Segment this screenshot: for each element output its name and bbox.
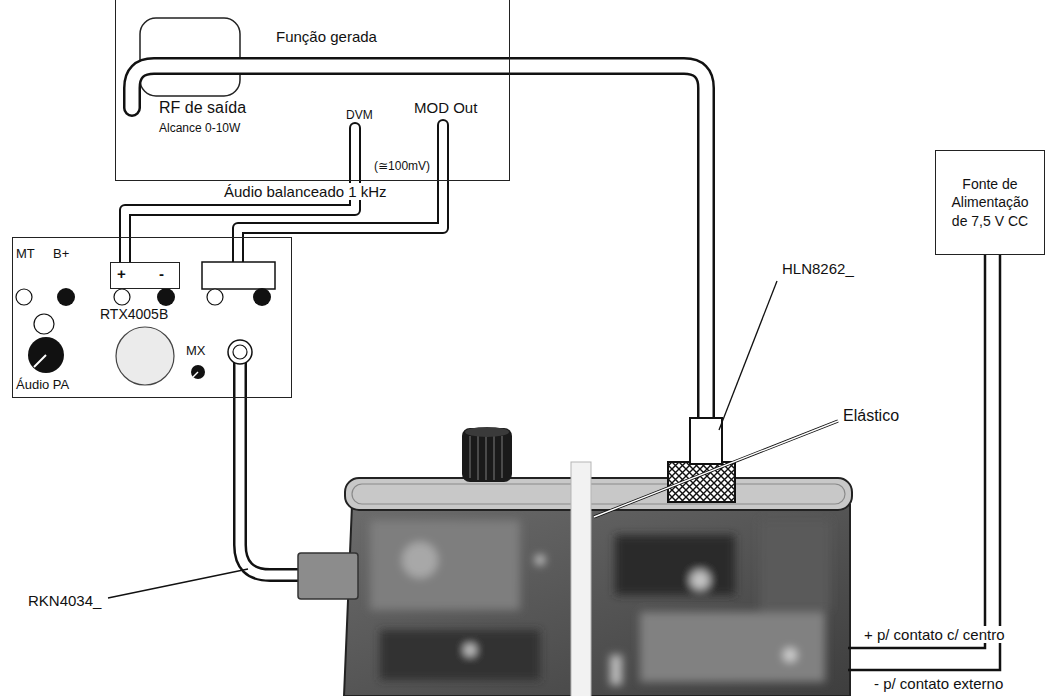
- radio-body: [344, 505, 850, 696]
- mod-cable-stub: [439, 125, 447, 182]
- rf-cable: [132, 66, 706, 422]
- rkn-cable: [240, 360, 302, 575]
- rkn-jack: [228, 340, 252, 364]
- knob-indicator: [34, 355, 46, 367]
- part-number: RKN4034_: [28, 592, 101, 609]
- audio-jack-white: [207, 289, 223, 305]
- radio-rim: [345, 478, 852, 510]
- node-text: +: [117, 265, 126, 283]
- node-text: Alcance 0-10W: [159, 121, 240, 135]
- knob-indicator: [193, 372, 198, 377]
- part-number: HLN8262_: [782, 260, 854, 277]
- terminal-block: +-: [110, 262, 180, 289]
- node-text: Função gerada: [276, 28, 377, 46]
- board-part: [690, 570, 710, 590]
- wire-note: - p/ contato externo: [872, 675, 1005, 692]
- circuit-board-blur: [370, 520, 830, 685]
- audio-pa-knob: [28, 337, 64, 373]
- hln-adapter: [690, 418, 722, 464]
- elastic-band: [571, 462, 591, 696]
- signal-level: (≅100mV): [372, 160, 432, 174]
- rf-cable-outline: [132, 66, 706, 422]
- power-supply-box: Fonte de Alimentação de 7,5 V CC: [935, 150, 1045, 255]
- board-area: [615, 535, 735, 595]
- panel-jack: [34, 314, 54, 334]
- test-set-box: MTB+RTX4005BÁudio PAMX+-: [12, 237, 292, 398]
- leader-line-outline: [594, 421, 838, 517]
- dvm-cable-stub: [351, 128, 359, 182]
- rkn-jack-inner: [233, 345, 247, 359]
- board-part: [783, 648, 797, 662]
- b-plus-jack: [57, 288, 75, 306]
- audio-jack-black: [253, 288, 271, 306]
- node-text: B+: [53, 246, 69, 262]
- board-area: [380, 630, 540, 680]
- leader-line: [719, 281, 777, 430]
- dvm-minus-jack: [157, 288, 175, 306]
- node-text: Fonte de Alimentação de 7,5 V CC: [944, 175, 1036, 230]
- speaker: [116, 327, 174, 385]
- node-text: DVM: [346, 108, 373, 122]
- circuit-board: [370, 520, 830, 685]
- knob-top: [465, 427, 509, 437]
- radio-rim-inner: [352, 484, 845, 504]
- mx-knob: [191, 365, 205, 379]
- antenna-connector: [668, 462, 735, 502]
- node-text: RF de saída: [159, 98, 246, 117]
- negative-wire: [848, 255, 1000, 670]
- rkn-plug: [298, 553, 358, 599]
- part-label: Elástico: [843, 407, 899, 425]
- node-text: MX: [186, 343, 206, 359]
- signal-generator-box: Função gerada RF de saídaAlcance 0-10W DVM…: [115, 0, 510, 181]
- knob-ridges: [470, 434, 502, 480]
- node-text: RTX4005B: [100, 306, 168, 323]
- node-text: Áudio PA: [16, 377, 69, 393]
- node-text: MT: [16, 246, 35, 262]
- rkn-cable-outline: [240, 360, 302, 575]
- board-area: [640, 612, 825, 682]
- radio-knob: [462, 428, 512, 482]
- board-area: [760, 520, 830, 610]
- dvm-cable-stub-outline: [349, 128, 361, 182]
- leader-line: [594, 421, 838, 517]
- board-part: [464, 644, 476, 656]
- board-part: [610, 655, 622, 685]
- mt-jack: [16, 289, 32, 305]
- board-part: [402, 542, 438, 578]
- wire-note: + p/ contato c/ centro: [862, 626, 1007, 643]
- dvm-plus-jack: [114, 289, 130, 305]
- leader-line: [108, 569, 248, 598]
- node-text: MOD Out: [414, 99, 477, 117]
- positive-wire: [848, 255, 985, 648]
- board-area: [370, 520, 520, 610]
- node-text: -: [159, 265, 164, 283]
- audio-connector: [202, 262, 275, 289]
- board-part: [535, 555, 545, 565]
- mod-cable-stub-outline: [437, 125, 449, 182]
- signal-label: Áudio balanceado 1 kHz: [222, 183, 389, 200]
